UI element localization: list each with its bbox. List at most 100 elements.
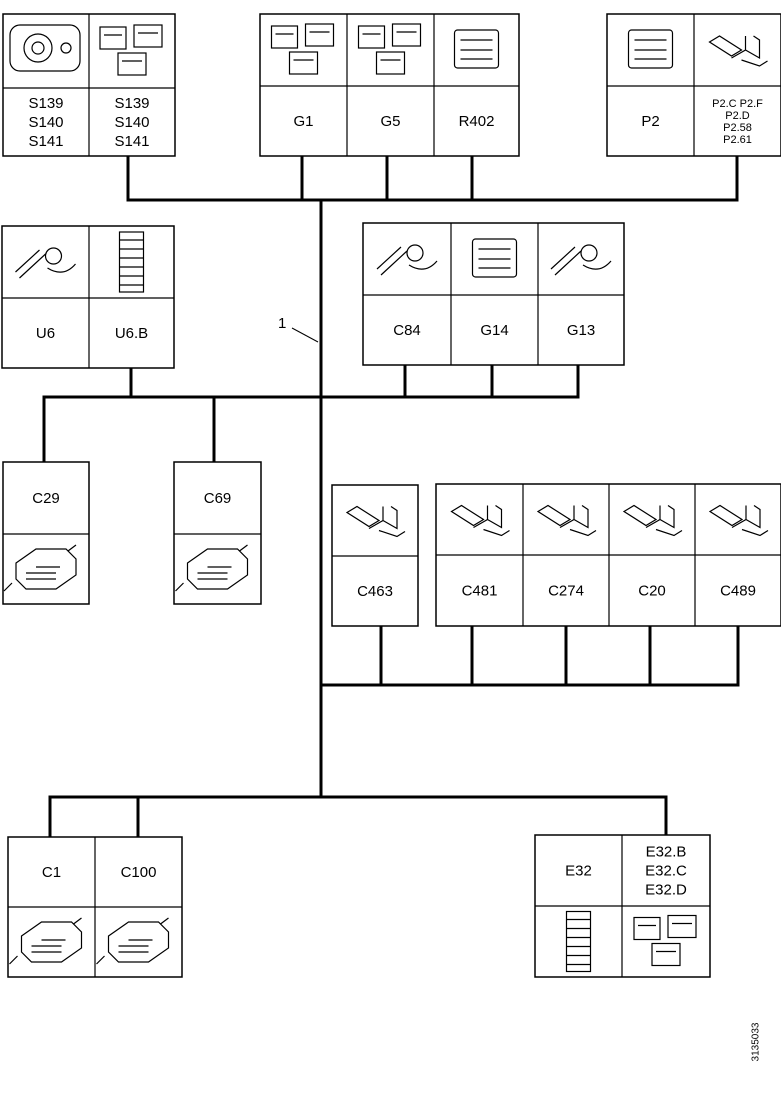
connector-label: C84 [393, 322, 421, 339]
connector-group-c84-group: C84 G14 G13 [362, 222, 625, 366]
component-illustration [450, 504, 510, 537]
wire-segment [126, 156, 739, 202]
connector-label: C463 [357, 583, 393, 600]
connector-label: G5 [380, 113, 400, 130]
component-illustration [15, 247, 76, 279]
connector-c84: C84 [376, 244, 438, 339]
component-illustration [9, 24, 81, 72]
connector-group-terminals: C481 C274 C20 C489 [435, 483, 781, 627]
connector-group-e32: E32 E32.B E32.C E32.D [534, 834, 711, 978]
connector-label: U6 [36, 325, 55, 342]
connector-c481: C481 [450, 504, 510, 600]
document-id: 3135033 [736, 1012, 776, 1072]
component-illustration [118, 231, 145, 293]
connector-label: G1 [293, 113, 313, 130]
connector-label: U6.B [115, 325, 148, 342]
connector-group-c29: C29 [2, 461, 90, 605]
component-illustration [175, 544, 249, 592]
wire-callout: 1 [278, 315, 319, 343]
wire-harness [42, 156, 740, 840]
connector-c29: C29 [3, 490, 77, 592]
connector-label: S139 [114, 95, 149, 112]
connector-label: E32.D [645, 882, 687, 899]
component-illustration [345, 505, 406, 538]
connector-label: C481 [462, 583, 498, 600]
group-frame [173, 461, 262, 605]
connector-group-c69: C69 [173, 461, 262, 605]
connector-label: C1 [42, 864, 61, 881]
component-illustration [550, 244, 612, 276]
component-illustration [376, 244, 438, 276]
connector-label: C100 [121, 864, 157, 881]
connector-group-g1-g5-r402: G1 G5 R402 [259, 13, 520, 157]
connector-label: P2 [641, 113, 659, 130]
connector-label: C69 [204, 490, 232, 507]
group-frame [1, 225, 175, 369]
connector-label: G13 [567, 322, 595, 339]
connector-r402: R402 [453, 29, 500, 130]
component-illustration [96, 917, 170, 965]
component-illustration [708, 35, 768, 67]
component-illustration [270, 23, 335, 75]
wire-number-label: 1 [278, 315, 286, 332]
connector-label: S139 [28, 95, 63, 112]
component-illustration [99, 24, 163, 76]
connector-label: C20 [638, 583, 666, 600]
connector-label: E32.C [645, 863, 687, 880]
connector-label: P2.58 [723, 122, 752, 134]
connector-label: P2.C P2.F [712, 98, 763, 110]
connector-c100: C100 [96, 864, 170, 965]
connector-label: C29 [32, 490, 60, 507]
document-id-text: 3135033 [750, 1022, 762, 1062]
group-frame [259, 13, 520, 157]
connector-p2: P2 [627, 29, 674, 130]
connector-label: P2.D [725, 110, 750, 122]
connector-label: E32 [565, 863, 592, 880]
connector-label: S140 [28, 114, 63, 131]
connector-u6b: U6.B [115, 231, 148, 342]
component-illustration [622, 504, 683, 537]
connector-g14: G14 [471, 238, 518, 339]
connector-u6: U6 [15, 247, 76, 342]
connector-c274: C274 [536, 504, 597, 600]
component-illustration [708, 504, 769, 537]
connector-label: R402 [459, 113, 495, 130]
connector-label: E32.B [646, 844, 687, 861]
connector-c489: C489 [708, 504, 769, 600]
component-illustration [565, 910, 592, 973]
connector-label: C274 [548, 583, 584, 600]
connector-group-c463: C463 [331, 484, 419, 627]
connector-group-c1-c100: C1 C100 [7, 836, 183, 978]
group-frame [362, 222, 625, 366]
connector-g1: G1 [270, 23, 335, 130]
connector-label: G14 [480, 322, 508, 339]
connector-c463: C463 [345, 505, 406, 600]
component-illustration [627, 29, 674, 69]
connector-c20: C20 [622, 504, 683, 600]
connector-g13: G13 [550, 244, 612, 339]
connector-label: C489 [720, 583, 756, 600]
group-frame [2, 461, 90, 605]
component-illustration [471, 238, 518, 278]
component-illustration [536, 504, 597, 537]
component-illustration [9, 917, 83, 965]
connector-label: P2.61 [723, 134, 752, 146]
connector-label: S141 [28, 133, 63, 150]
connector-label: S141 [114, 133, 149, 150]
connector-c69: C69 [175, 490, 249, 592]
component-illustration [3, 544, 77, 592]
connector-group-u6: U6 U6.B [1, 225, 175, 369]
connector-e32: E32 [565, 863, 592, 973]
connector-e32-sub: E32.B E32.C E32.D [633, 844, 697, 967]
component-illustration [357, 23, 422, 75]
connector-g5: G5 [357, 23, 422, 130]
connector-label: S140 [114, 114, 149, 131]
component-illustration [633, 914, 697, 967]
